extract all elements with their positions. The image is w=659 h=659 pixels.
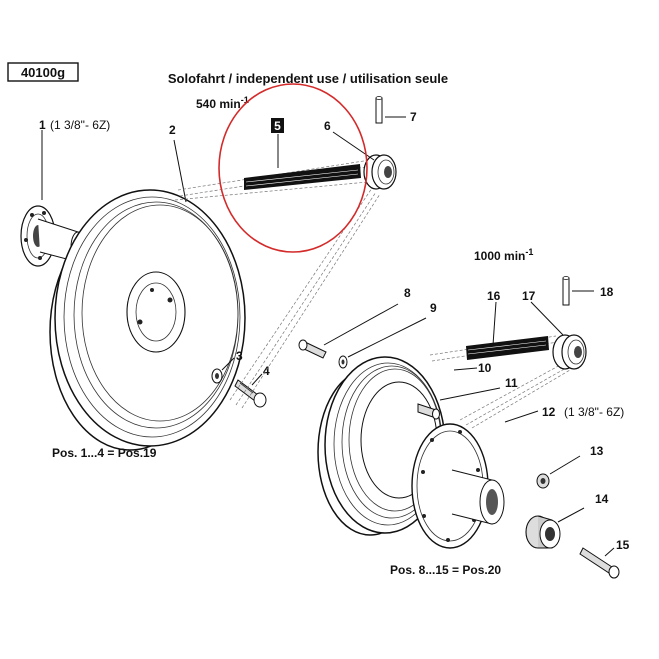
part-12-flange-hub: [411, 423, 505, 549]
speed-540-label: 540 min-1: [196, 95, 249, 111]
diagram-title: Solofahrt / independent use / utilisatio…: [168, 71, 448, 86]
part-12-spec: (1 3/8"- 6Z): [564, 405, 624, 419]
part-2-label: 2: [169, 123, 176, 137]
part-10-label: 10: [478, 361, 492, 375]
part-1-spec: (1 3/8"- 6Z): [50, 118, 110, 132]
part-6-small-pulley: [363, 154, 397, 190]
part-7-pin: [375, 96, 383, 124]
part-16-label: 16: [487, 289, 501, 303]
highlight-circle: [218, 83, 368, 253]
drawing-code-box: [7, 62, 79, 82]
part-18-label: 18: [600, 285, 614, 299]
part-14-bushing: [525, 515, 561, 549]
part-14-label: 14: [595, 492, 609, 506]
part-5-label: 5: [274, 119, 281, 133]
drawing-code: 40100g: [21, 65, 65, 80]
part-2-pulley: [49, 189, 246, 451]
speed-1000-text: 1000 min: [474, 249, 525, 263]
part-17-label: 17: [522, 289, 536, 303]
part-5-label-box: [271, 118, 284, 133]
part-15-bolt: [579, 547, 620, 579]
part-9-label: 9: [430, 301, 437, 315]
part-18-pin: [562, 276, 570, 306]
part-11-sleeve: [417, 403, 440, 420]
part-3-label: 3: [236, 349, 243, 363]
part-3-washer: [211, 368, 223, 384]
part-1-label: 1: [39, 118, 46, 132]
part-4-label: 4: [263, 364, 270, 378]
note-pos-8-15: Pos. 8...15 = Pos.20: [390, 563, 501, 577]
part-8-label: 8: [404, 286, 411, 300]
part-12-label: 12: [542, 405, 556, 419]
speed-540-text: 540 min: [196, 97, 241, 111]
part-17-small-pulley: [552, 334, 587, 370]
speed-540-exp: -1: [241, 95, 249, 105]
part-15-label: 15: [616, 538, 630, 552]
part-16-belt: [429, 335, 571, 429]
part-8-bolt: [298, 339, 327, 359]
speed-1000-exp: -1: [525, 247, 533, 257]
part-6-label: 6: [324, 119, 331, 133]
part-7-label: 7: [410, 110, 417, 124]
part-13-label: 13: [590, 444, 604, 458]
part-9-washer: [338, 355, 348, 369]
speed-1000-label: 1000 min-1: [474, 247, 533, 263]
part-13-nut: [536, 473, 550, 489]
part-11-label: 11: [505, 376, 518, 390]
note-pos-1-4: Pos. 1...4 = Pos.19: [52, 446, 157, 460]
part-4-bolt: [234, 379, 267, 408]
